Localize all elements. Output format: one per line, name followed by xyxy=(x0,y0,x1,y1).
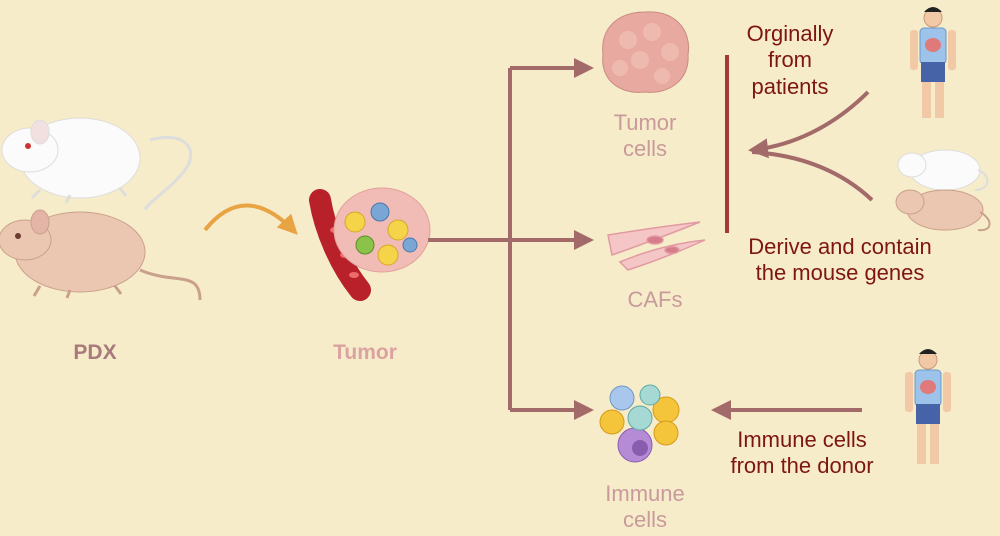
originally-line2: from xyxy=(768,47,812,73)
originally-line1: Orginally xyxy=(746,21,834,46)
derive-line1: Derive and contain xyxy=(748,234,932,259)
mouse-arrow xyxy=(751,150,874,202)
pdx-label: PDX xyxy=(73,341,117,364)
patient-arrow xyxy=(748,90,870,159)
human-donor-icon xyxy=(905,349,951,464)
immune-cells-line2: cells xyxy=(622,507,667,533)
white-mouse-icon xyxy=(1,117,193,211)
originally-line3: patients xyxy=(751,73,829,99)
immune-cells-label: Immune cells xyxy=(580,481,710,534)
pdx-to-tumor-arrow xyxy=(203,203,298,235)
tumor-cells-line1: Tumor xyxy=(613,110,677,135)
tumor-cells-icon xyxy=(602,11,690,93)
donor-line2: from the donor xyxy=(730,453,874,479)
nude-mouse-icon xyxy=(0,209,202,301)
immune-cells-donor-label: Immune cells from the donor xyxy=(712,427,892,480)
tumor-cells-label: Tumor cells xyxy=(590,110,700,163)
derive-mouse-genes-label: Derive and contain the mouse genes xyxy=(720,234,960,287)
small-white-mouse-icon xyxy=(897,149,989,191)
immune-cells-line1: Immune xyxy=(605,481,685,506)
originally-from-patients-label: Orginally from patients xyxy=(720,21,860,100)
cafs-label: CAFs xyxy=(627,287,683,312)
fibroblast-icon xyxy=(607,221,706,271)
tumor-label: Tumor xyxy=(333,341,397,364)
branch-arrows xyxy=(428,58,594,420)
small-nude-mouse-icon xyxy=(895,189,991,232)
tumor-cells-line2: cells xyxy=(622,136,667,162)
human-patient-icon xyxy=(910,7,956,118)
donor-line1: Immune cells xyxy=(737,427,867,452)
immune-cells-icon xyxy=(599,384,680,463)
tumor-cell-cluster-icon xyxy=(333,187,431,273)
derive-line2: the mouse genes xyxy=(755,260,925,286)
